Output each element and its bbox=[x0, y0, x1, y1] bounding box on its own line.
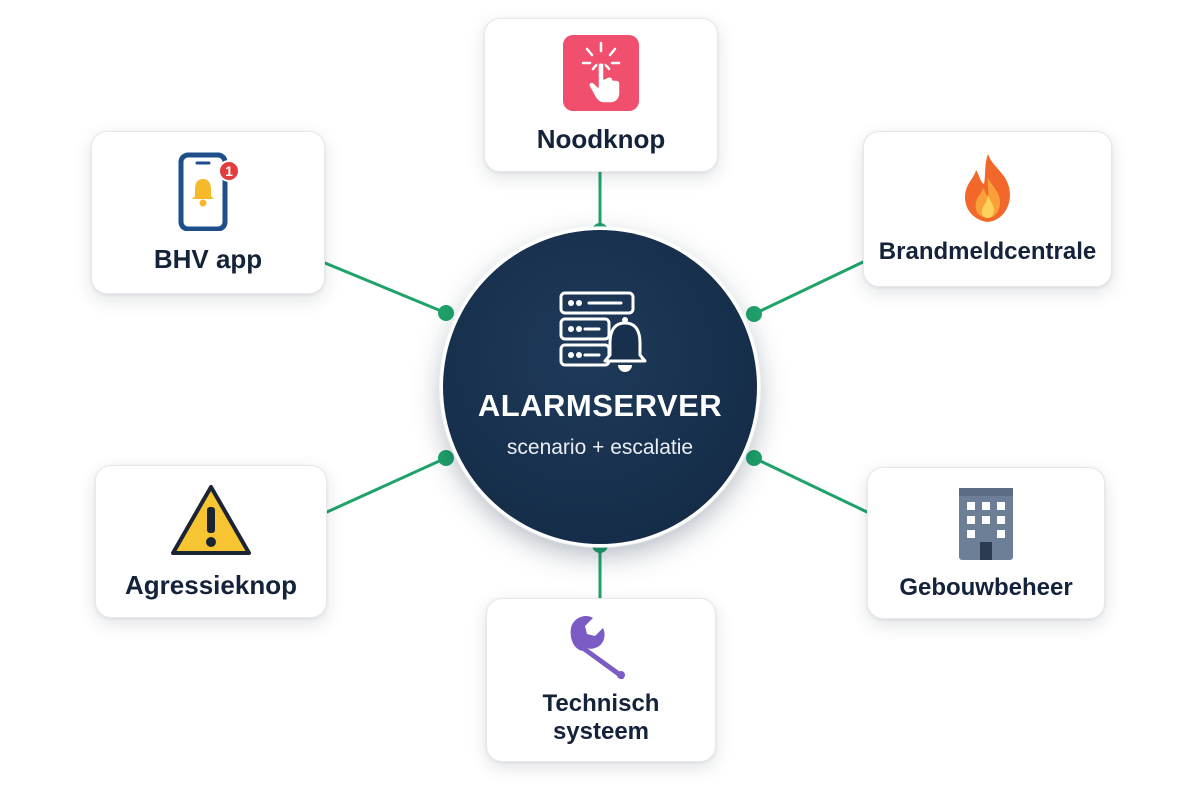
server-bell-icon bbox=[559, 291, 647, 372]
node-label-agressieknop: Agressieknop bbox=[125, 569, 297, 600]
node-card-agressieknop[interactable]: Agressieknop bbox=[95, 465, 327, 618]
building-icon bbox=[959, 488, 1013, 561]
node-label-brandmeldcentrale: Brandmeldcentrale bbox=[878, 238, 1097, 266]
node-label-technisch-systeem: Technisch systeem bbox=[542, 690, 660, 745]
hub-title: ALARMSERVER bbox=[477, 388, 723, 423]
notification-badge: 1 bbox=[225, 163, 233, 179]
node-card-bhv-app[interactable]: 1 BHV app bbox=[91, 131, 325, 294]
connector-dot-brand bbox=[746, 306, 762, 322]
connector-dot-bhv bbox=[438, 305, 454, 321]
connector-brand bbox=[752, 260, 865, 316]
touch-button-icon bbox=[563, 35, 639, 112]
connector-dot-agressie bbox=[438, 450, 454, 466]
alarmserver-hub bbox=[443, 230, 757, 544]
node-label-gebouwbeheer: Gebouwbeheer bbox=[899, 574, 1073, 602]
node-label-bhv-app: BHV app bbox=[153, 243, 263, 274]
hub-subtitle: scenario + escalatie bbox=[506, 436, 694, 459]
connector-bhv bbox=[323, 261, 448, 315]
connector-dot-gebouw bbox=[746, 450, 762, 466]
fire-icon bbox=[964, 154, 1010, 223]
wrench-icon bbox=[570, 616, 625, 680]
warning-icon bbox=[171, 484, 251, 555]
connector-gebouw bbox=[752, 456, 869, 514]
smartphone-alert-icon: 1 bbox=[178, 152, 240, 231]
node-label-noodknop: Noodknop bbox=[536, 124, 666, 155]
node-card-technisch-systeem[interactable]: Technisch systeem bbox=[486, 598, 716, 762]
node-card-brandmeldcentrale[interactable]: Brandmeldcentrale bbox=[863, 131, 1112, 287]
connector-agressie bbox=[325, 456, 448, 514]
node-card-gebouwbeheer[interactable]: Gebouwbeheer bbox=[867, 467, 1105, 619]
node-card-noodknop[interactable]: Noodknop bbox=[484, 18, 718, 172]
